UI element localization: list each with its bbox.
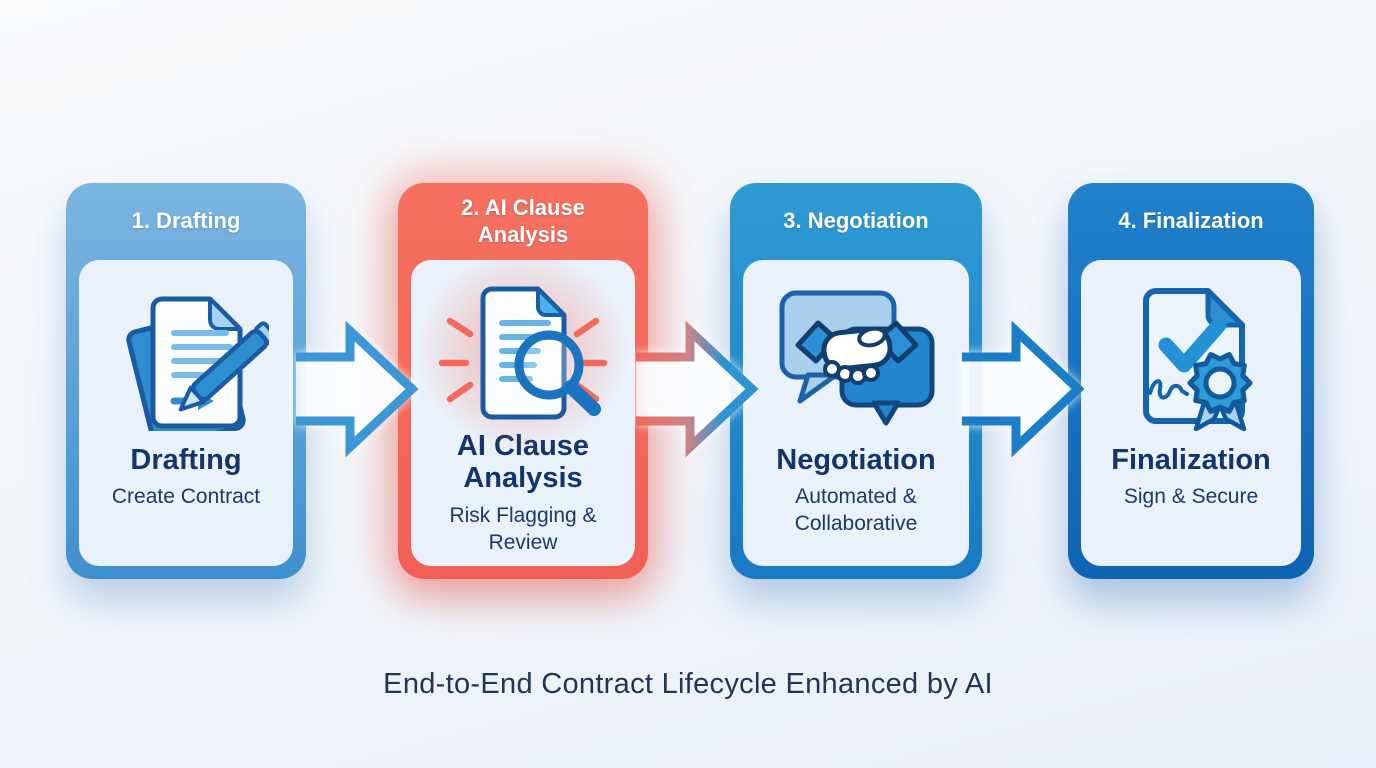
drafting-documents-pen-icon [125,296,269,431]
step-title: Negotiation [776,444,936,476]
step-body-negotiation: Negotiation Automated & Collaborative [743,260,969,566]
icon-area [104,280,269,432]
flow-arrow-1 [296,320,419,458]
arrow-right-icon [636,320,759,458]
negotiation-chat-handshake-icon [779,290,934,426]
step-subtitle: Risk Flagging & Review [449,503,597,554]
step-header-finalization: 4. Finalization [1068,183,1314,260]
step-header-label: 2. AI Clause Analysis [461,194,585,247]
step-card-finalization: 4. Finalization Finalization [1068,183,1314,579]
step-subtitle: Create Contract [111,485,261,509]
finalization-certificate-ribbon-icon [1143,288,1253,431]
step-header-label: 3. Negotiation [783,208,929,234]
step-card-negotiation: 3. Negotiation Negot [730,183,982,579]
flow-arrow-3 [962,320,1085,458]
arrow-right-icon [962,320,1085,458]
step-header-label: 1. Drafting [131,208,241,234]
step-header-negotiation: 3. Negotiation [730,183,982,260]
step-title: Drafting [130,444,242,476]
icon-area [1116,280,1266,432]
diagram-caption: End-to-End Contract Lifecycle Enhanced b… [383,668,993,700]
step-card-drafting: 1. Drafting [66,183,306,579]
step-header-drafting: 1. Drafting [66,183,306,260]
step-subtitle: Automated & Collaborative [794,485,918,536]
step-body-finalization: Finalization Sign & Secure [1081,260,1301,566]
icon-area [774,280,939,432]
ai-clause-analysis-magnifier-icon [438,286,607,420]
icon-area [415,260,631,453]
step-header-analysis: 2. AI Clause Analysis [398,183,648,260]
arrow-right-icon [296,320,419,458]
step-header-label: 4. Finalization [1118,208,1264,234]
step-body-analysis: AI Clause Analysis Risk Flagging & Revie… [411,260,635,566]
step-body-drafting: Drafting Create Contract [79,260,293,566]
step-subtitle: Sign & Secure [1123,485,1259,509]
step-card-ai-clause-analysis: 2. AI Clause Analysis [398,183,648,579]
step-title: Finalization [1111,444,1271,476]
flow-arrow-2 [636,320,759,458]
